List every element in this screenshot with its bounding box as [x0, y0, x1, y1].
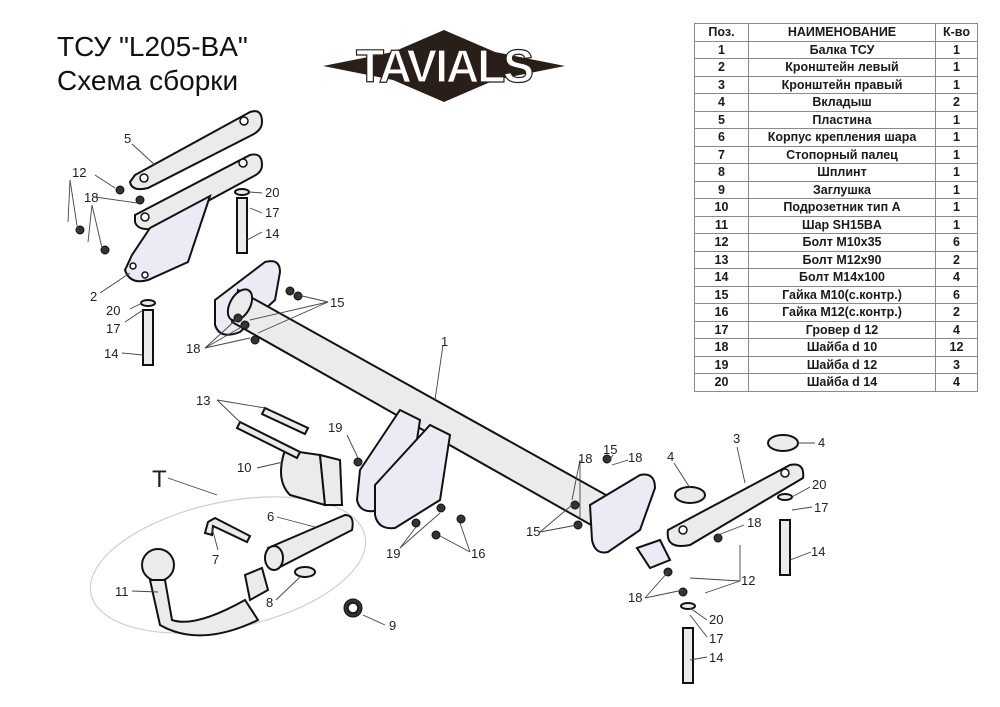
cell-name: Корпус крепления шара [748, 128, 936, 147]
cell-name: Кронштейн левый [748, 58, 936, 77]
callout-18: 18 [628, 590, 642, 605]
housing-6 [264, 513, 354, 571]
callout-15: 15 [603, 442, 617, 457]
page-title: ТСУ "L205-BA" Схема сборки [57, 30, 248, 98]
cell-name: Шайба d 12 [748, 355, 936, 374]
cell-name: Гровер d 12 [748, 320, 936, 339]
callout-18: 18 [84, 190, 98, 205]
callout-17: 17 [814, 500, 828, 515]
cell-name: Шплинт [748, 163, 936, 182]
cell-name: Пластина [748, 110, 936, 129]
logo-text: TAVIALS [356, 40, 532, 92]
callout-14: 14 [104, 346, 118, 361]
callout-3: 3 [733, 431, 740, 446]
callout-18: 18 [186, 341, 200, 356]
callout-20: 20 [709, 612, 723, 627]
bolt-14b [142, 309, 154, 366]
tow-ball-11 [141, 548, 270, 637]
callout-15: 15 [330, 295, 344, 310]
cotter-pin-8 [294, 566, 316, 578]
callout-14: 14 [265, 226, 279, 241]
callout-19: 19 [386, 546, 400, 561]
bracket-left-2 [123, 153, 264, 283]
cell-pos: 20 [694, 373, 749, 392]
cell-name: Шайба d 14 [748, 373, 936, 392]
callout-17: 17 [265, 205, 279, 220]
callout-1: 1 [441, 334, 448, 349]
insert-4b [767, 434, 799, 452]
callout-group-T: T [152, 466, 167, 493]
header-qty: К-во [935, 23, 978, 42]
beam-1 [214, 260, 657, 554]
cell-name: Шар SH15BA [748, 215, 936, 234]
bolts-13 [235, 406, 310, 460]
callout-18: 18 [747, 515, 761, 530]
callout-20: 20 [812, 477, 826, 492]
plate-5 [128, 110, 264, 191]
bracket-right-3 [635, 463, 805, 570]
callout-9: 9 [389, 618, 396, 633]
title-model: ТСУ "L205-BA" [57, 31, 248, 62]
callout-17: 17 [106, 321, 120, 336]
callout-15: 15 [526, 524, 540, 539]
cell-name: Болт М10х35 [748, 233, 936, 252]
callout-4: 4 [818, 435, 825, 450]
brand-logo: TAVIALS [323, 30, 565, 102]
cell-qty: 4 [935, 373, 978, 392]
callout-16: 16 [471, 546, 485, 561]
callout-8: 8 [266, 595, 273, 610]
cell-name: Кронштейн правый [748, 75, 936, 94]
cell-name: Болт М12х90 [748, 250, 936, 269]
insert-4a [674, 486, 706, 504]
callout-17: 17 [709, 631, 723, 646]
callout-18: 18 [578, 451, 592, 466]
callout-14: 14 [811, 544, 825, 559]
bolt-14c [779, 519, 791, 576]
callout-13: 13 [196, 393, 210, 408]
title-subtitle: Схема сборки [57, 65, 239, 96]
callout-6: 6 [267, 509, 274, 524]
callout-12: 12 [741, 573, 755, 588]
callout-7: 7 [212, 552, 219, 567]
logo-diamond [323, 30, 565, 102]
callout-14: 14 [709, 650, 723, 665]
bolt-14a [236, 197, 248, 254]
callout-11: 11 [115, 584, 129, 599]
cell-qty: 1 [935, 75, 978, 94]
small-hardware [75, 185, 723, 597]
callout-4: 4 [667, 449, 674, 464]
callout-20: 20 [265, 185, 279, 200]
callout-12: 12 [72, 165, 86, 180]
cell-qty: 12 [935, 338, 978, 357]
callout-20: 20 [106, 303, 120, 318]
socket-plate-10 [280, 448, 344, 507]
leader-lines [67, 143, 815, 661]
pin-7 [203, 516, 252, 544]
callout-19: 19 [328, 420, 342, 435]
callout-2: 2 [90, 289, 97, 304]
callout-5: 5 [124, 131, 131, 146]
callout-18: 18 [628, 450, 642, 465]
callout-10: 10 [237, 460, 251, 475]
table-header-row: Поз. НАИМЕНОВАНИЕ К-во [694, 23, 978, 42]
bolt-14d [682, 627, 694, 684]
